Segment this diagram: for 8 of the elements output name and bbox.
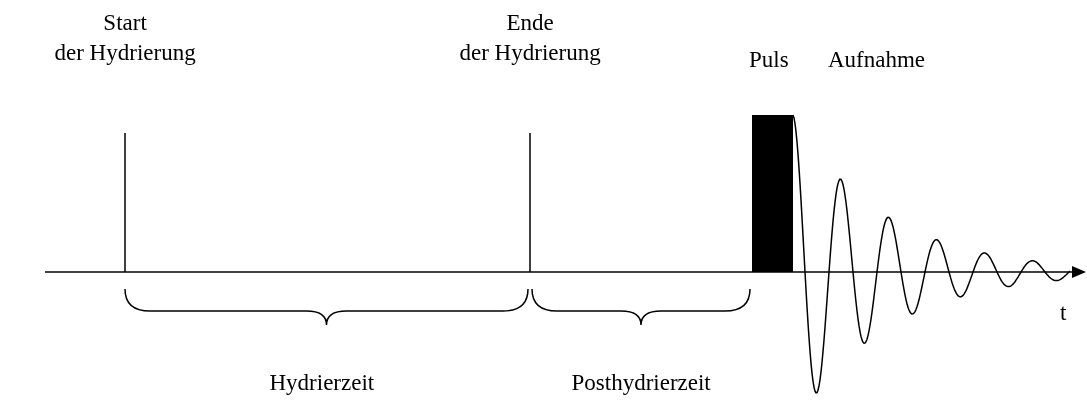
acquisition-label: Aufnahme	[828, 46, 926, 74]
interval-label: Hydrierzeit	[269, 369, 375, 397]
pulse-label: Puls	[749, 46, 789, 74]
interval-label: Posthydrierzeit	[571, 369, 711, 397]
event-label: Ende der Hydrierung	[459, 9, 601, 67]
axis-label: t	[1060, 299, 1067, 327]
pulse-bar	[752, 115, 793, 272]
event-label: Start der Hydrierung	[54, 9, 196, 67]
